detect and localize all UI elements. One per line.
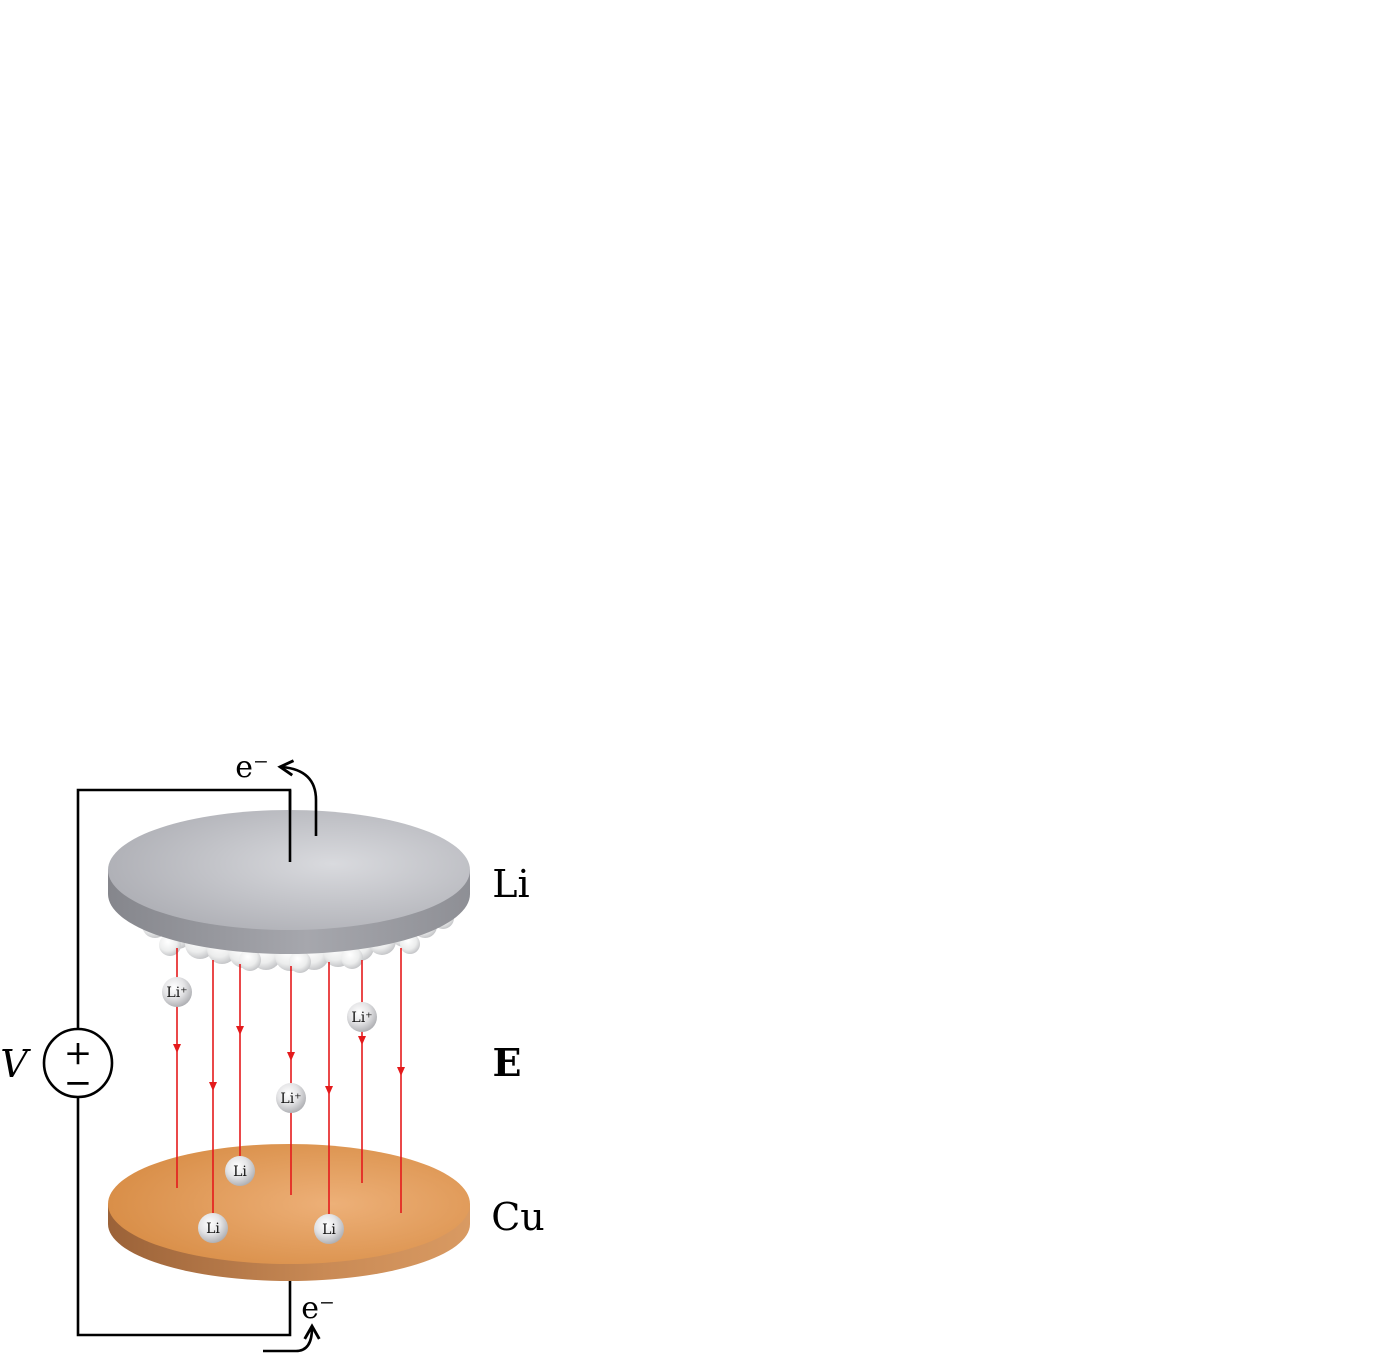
dendrite-ball xyxy=(289,951,311,973)
field-line-arrowhead xyxy=(397,1067,405,1076)
voltage-label: V xyxy=(0,1042,31,1086)
field-line-arrowhead xyxy=(358,1036,366,1045)
minus-sign: − xyxy=(64,1063,93,1103)
svg-text:Li: Li xyxy=(233,1164,247,1180)
plus-sign: + xyxy=(64,1033,93,1073)
dendrite-ball xyxy=(239,949,261,971)
dendrite-ball xyxy=(341,947,363,969)
lithium-label: Li xyxy=(492,862,529,906)
svg-text:Li⁺: Li⁺ xyxy=(280,1091,301,1107)
field-label: E xyxy=(493,1040,522,1085)
lithium-electrode xyxy=(108,810,470,954)
field-line-arrowhead xyxy=(209,1082,217,1091)
li-atom-1: Li xyxy=(225,1156,255,1186)
electron-label-bottom: e⁻ xyxy=(301,1291,335,1326)
voltage-source: + − xyxy=(42,1027,114,1103)
copper-electrode xyxy=(108,1144,470,1281)
li-ion-2: Li⁺ xyxy=(347,1002,377,1032)
field-line-arrowhead xyxy=(287,1052,295,1061)
svg-text:Li: Li xyxy=(206,1221,220,1237)
copper-label: Cu xyxy=(491,1195,545,1239)
svg-text:Li⁺: Li⁺ xyxy=(351,1010,372,1026)
electron-label-top: e⁻ xyxy=(235,750,269,785)
field-line-arrowhead xyxy=(325,1086,333,1095)
field-line-arrowhead xyxy=(236,1026,244,1035)
li-atom-2: Li xyxy=(198,1213,228,1243)
li-ion-1: Li⁺ xyxy=(162,977,192,1007)
electron-flow-arrow-bottom xyxy=(263,1323,321,1353)
svg-text:Li: Li xyxy=(322,1222,336,1238)
electron-flow-arrow-top xyxy=(277,759,318,836)
svg-text:Li⁺: Li⁺ xyxy=(166,985,187,1001)
li-atom-3: Li xyxy=(314,1214,344,1244)
field-line-arrowhead xyxy=(173,1044,181,1053)
li-ion-3: Li⁺ xyxy=(276,1083,306,1113)
